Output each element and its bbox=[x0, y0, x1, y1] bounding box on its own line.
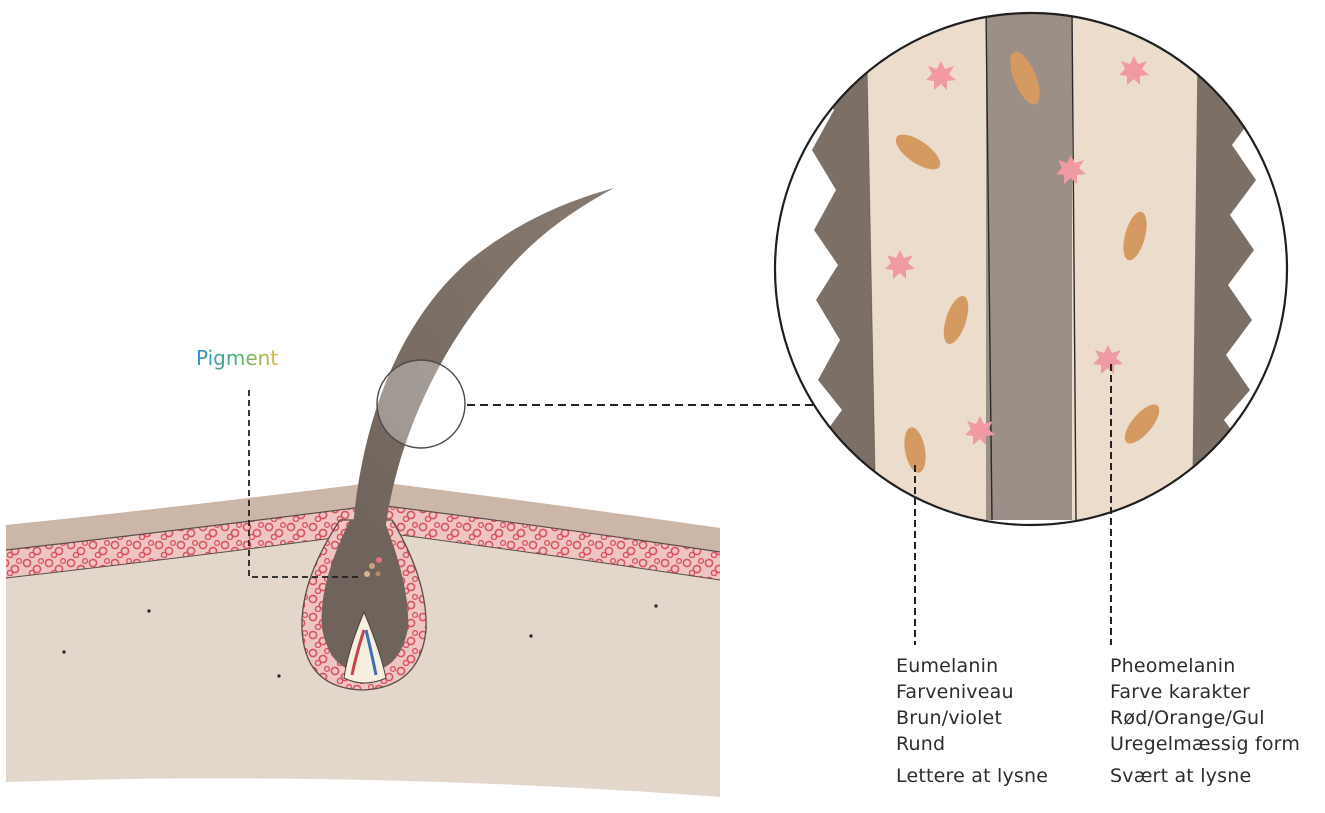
pheomelanin-role: Farve karakter bbox=[1110, 679, 1300, 705]
eumelanin-lightening: Lettere at lysne bbox=[896, 763, 1048, 789]
pheomelanin-lightening: Svært at lysne bbox=[1110, 763, 1300, 789]
eumelanin-title: Eumelanin bbox=[896, 653, 1048, 679]
melanocyte-dots bbox=[369, 563, 375, 569]
eumelanin-role: Farveniveau bbox=[896, 679, 1048, 705]
eumelanin-description: Eumelanin Farveniveau Brun/violet Rund L… bbox=[896, 653, 1048, 789]
skin-section bbox=[6, 188, 720, 797]
pheomelanin-colors: Rød/Orange/Gul bbox=[1110, 705, 1300, 731]
pheomelanin-description: Pheomelanin Farve karakter Rød/Orange/Gu… bbox=[1110, 653, 1300, 789]
hair-shaft bbox=[352, 188, 614, 540]
pigment-label: Pigment bbox=[196, 346, 278, 370]
pheomelanin-shape: Uregelmæssig form bbox=[1110, 731, 1300, 757]
eumelanin-colors: Brun/violet bbox=[896, 705, 1048, 731]
magnify-marker bbox=[377, 360, 465, 448]
eumelanin-shape: Rund bbox=[896, 731, 1048, 757]
pheomelanin-title: Pheomelanin bbox=[1110, 653, 1300, 679]
